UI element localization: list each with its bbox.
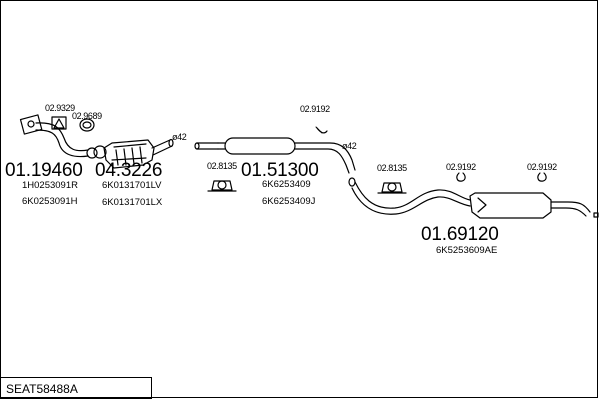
title-box: SEAT58488A — [0, 377, 152, 399]
accessory-label: 02.8135 — [377, 163, 407, 173]
rear-pipe — [348, 177, 471, 215]
hanger-part — [316, 127, 328, 134]
reference-number: 1H0253091R — [22, 180, 78, 191]
accessory-label: 02.9689 — [72, 111, 102, 121]
reference-number: 6K0131701LV — [102, 180, 162, 191]
rear-hanger-2 — [537, 172, 547, 182]
part-number: 01.69120 — [421, 224, 499, 245]
intermediate-pipe — [194, 142, 219, 150]
accessory-label: 02.9192 — [300, 104, 330, 114]
seal-ring-part — [79, 118, 95, 132]
accessory-label: 02.9192 — [527, 162, 557, 172]
front-pipe — [19, 114, 98, 159]
catalytic-converter — [93, 138, 174, 169]
reference-number: 6K6253409 — [262, 179, 311, 190]
reference-number: 6K0253091H — [22, 196, 78, 207]
rubber-mount-1 — [207, 180, 237, 192]
gasket-part — [51, 116, 67, 130]
part-number: 01.19460 — [5, 160, 83, 181]
rear-silencer — [469, 192, 599, 219]
rubber-mount-2 — [377, 182, 407, 194]
part-number: 04.3226 — [95, 160, 163, 181]
accessory-label: 02.8135 — [207, 161, 237, 171]
reference-number: 6K5253609AE — [436, 245, 498, 256]
accessory-label: 02.9192 — [446, 162, 476, 172]
rear-hanger-1 — [456, 172, 466, 182]
diameter-label: ø42 — [342, 141, 357, 151]
diameter-label: ø42 — [172, 132, 187, 142]
diagram-title: SEAT58488A — [6, 382, 78, 396]
reference-number: 6K6253409J — [262, 196, 316, 207]
accessory-label: 02.9329 — [45, 103, 75, 113]
reference-number: 6K0131701LX — [102, 197, 163, 208]
part-number: 01.51300 — [241, 160, 319, 181]
